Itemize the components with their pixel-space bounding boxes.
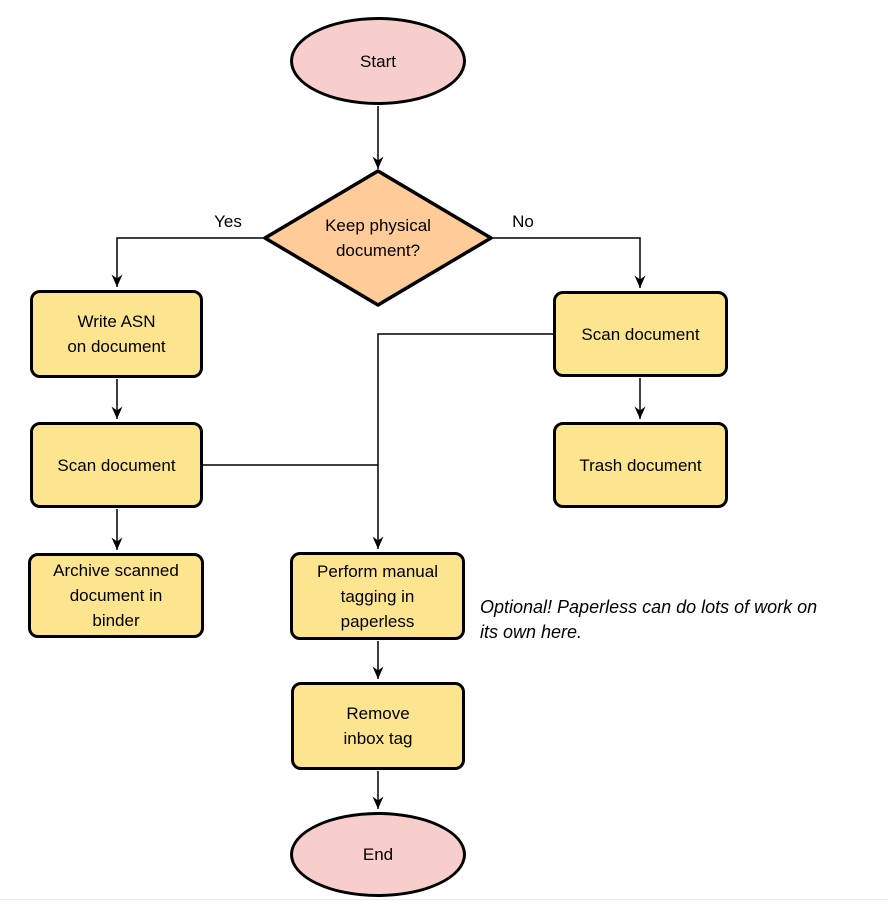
process-remove-inbox-tag: Remove inbox tag (291, 682, 465, 770)
page-bottom-divider (0, 899, 888, 900)
decision-node-label: Keep physical document? (325, 216, 431, 260)
process-scan-document-left: Scan document (30, 422, 203, 508)
connector-yes-branch (111, 237, 265, 287)
note-optional-paperless: Optional! Paperless can do lots of work … (480, 597, 818, 642)
start-label: Start (360, 51, 396, 71)
edge-label-yes: Yes (214, 212, 242, 231)
process-manual-tagging: Perform manual tagging in paperless (290, 552, 465, 640)
process-trash-document: Trash document (553, 422, 728, 508)
process-archive-scanned-document: Archive scanned document in binder (28, 553, 204, 638)
edge-label-no: No (512, 212, 534, 231)
process-write-asn-on-document: Write ASN on document (30, 290, 203, 378)
process-scan-document-right: Scan document (553, 291, 728, 377)
start-node: Start (290, 17, 466, 105)
decision-shape (263, 169, 493, 307)
end-node: End (290, 812, 466, 897)
connector-scanright-to-tagging (372, 333, 553, 549)
connector-no-branch (491, 237, 646, 288)
end-label: End (362, 845, 394, 864)
